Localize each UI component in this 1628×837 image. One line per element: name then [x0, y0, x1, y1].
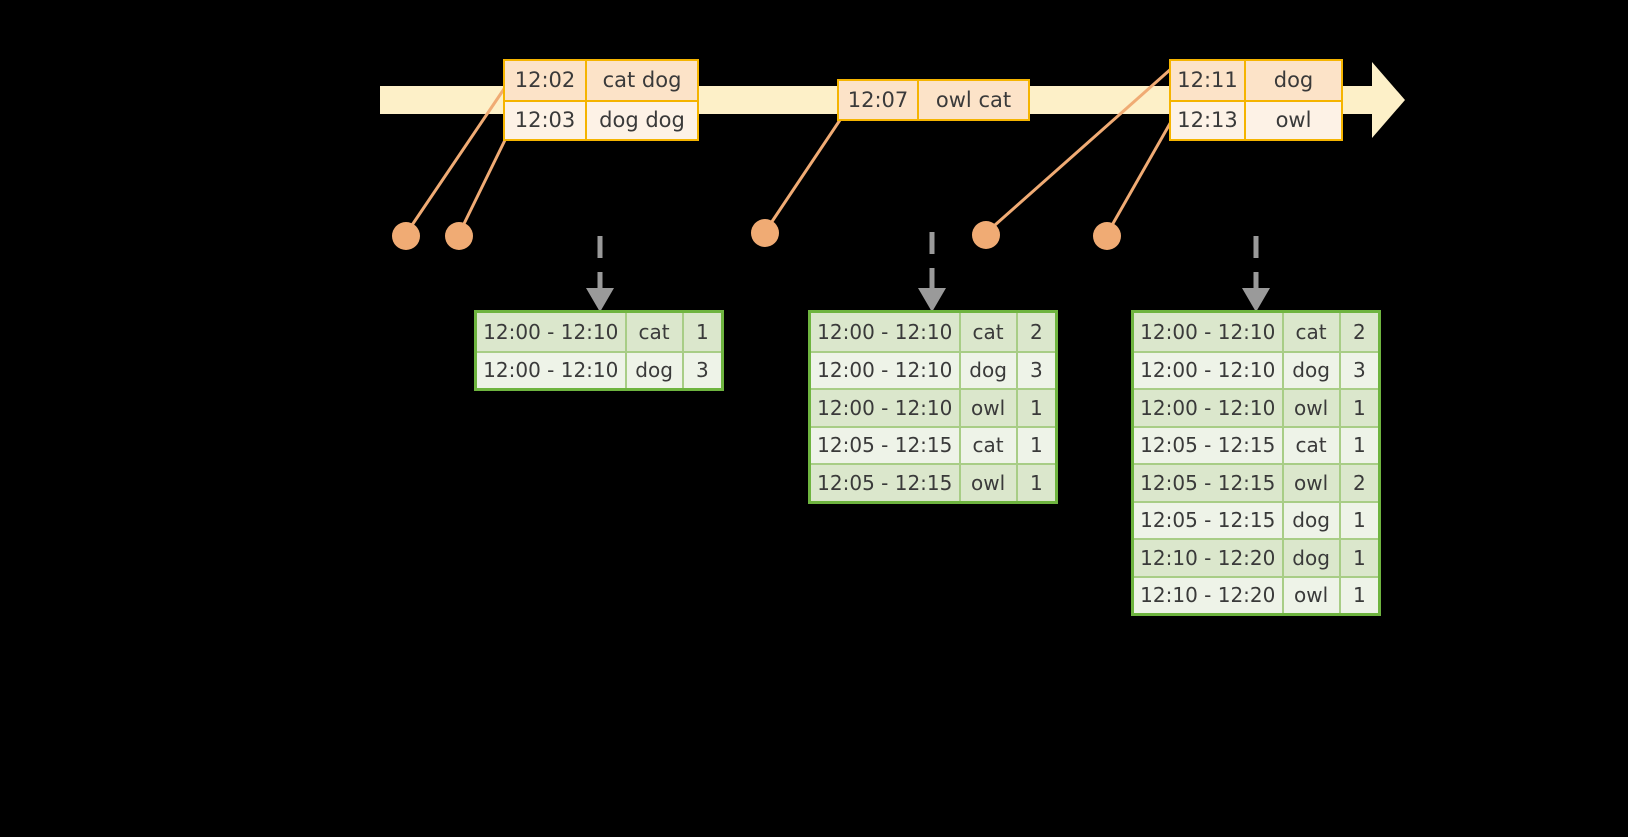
dashed-arrow-1-head: [586, 288, 614, 312]
cell-word: cat: [961, 313, 1018, 351]
connector-1207: [763, 119, 842, 233]
cell-count: 2: [1352, 319, 1366, 344]
table-row[interactable]: 12:10 - 12:20 owl 1: [1134, 575, 1378, 613]
dashed-arrow-2-head: [918, 288, 946, 312]
event-words: dog dog: [599, 108, 685, 133]
event-dot-1202: [392, 222, 420, 250]
cell-word: owl: [1284, 390, 1341, 426]
table-row[interactable]: 12:05 - 12:15 owl 1: [811, 463, 1055, 501]
cell-count: 1: [695, 319, 709, 344]
event-group-3[interactable]: 12:11 dog 12:13 owl: [1169, 59, 1343, 141]
event-time: 12:11: [1171, 61, 1246, 100]
cell-word: dog: [961, 352, 1018, 388]
table-row[interactable]: 12:00 - 12:10 owl 1: [811, 388, 1055, 426]
table-row[interactable]: 12:00 - 12:10 dog 3: [1134, 350, 1378, 388]
cell-count: 1: [1029, 395, 1043, 420]
cell-word: owl: [961, 390, 1018, 426]
event-time: 12:03: [505, 101, 587, 139]
result-table-2[interactable]: 12:00 - 12:10 cat 2 12:00 - 12:10 dog 3 …: [808, 310, 1058, 504]
cell-window: 12:05 - 12:15: [811, 427, 961, 463]
cell-window: 12:05 - 12:15: [811, 465, 961, 501]
event-row[interactable]: 12:13 owl: [1171, 99, 1341, 139]
cell-count: 3: [695, 358, 709, 383]
cell-count: 3: [1352, 358, 1366, 383]
dashed-arrow-3-head: [1242, 288, 1270, 312]
cell-word: owl: [1284, 577, 1341, 613]
cell-word: dog: [1284, 502, 1341, 538]
cell-count: 2: [1029, 319, 1043, 344]
cell-window: 12:10 - 12:20: [1134, 540, 1284, 576]
table-row[interactable]: 12:00 - 12:10 cat 1: [477, 313, 721, 351]
event-row[interactable]: 12:07 owl cat: [839, 81, 1028, 119]
event-row[interactable]: 12:11 dog: [1171, 61, 1341, 100]
table-row[interactable]: 12:05 - 12:15 dog 1: [1134, 500, 1378, 538]
cell-window: 12:00 - 12:10: [1134, 313, 1284, 351]
cell-word: cat: [1284, 427, 1341, 463]
event-row[interactable]: 12:02 cat dog: [505, 61, 697, 100]
cell-word: cat: [1284, 313, 1341, 351]
cell-count: 1: [1352, 508, 1366, 533]
connector-1203: [457, 137, 508, 235]
event-words: dog: [1273, 68, 1314, 93]
cell-word: owl: [961, 465, 1018, 501]
table-row[interactable]: 12:05 - 12:15 owl 2: [1134, 463, 1378, 501]
table-row[interactable]: 12:05 - 12:15 cat 1: [811, 425, 1055, 463]
event-dot-1211: [972, 221, 1000, 249]
event-time: 12:02: [505, 61, 587, 100]
cell-word: cat: [627, 313, 684, 351]
event-time: 12:07: [839, 81, 919, 119]
cell-window: 12:00 - 12:10: [1134, 352, 1284, 388]
cell-window: 12:05 - 12:15: [1134, 465, 1284, 501]
connector-1213: [1105, 119, 1174, 235]
table-row[interactable]: 12:00 - 12:10 owl 1: [1134, 388, 1378, 426]
event-words: owl cat: [935, 88, 1012, 112]
cell-count: 1: [1352, 583, 1366, 608]
event-time: 12:13: [1171, 101, 1246, 139]
cell-word: dog: [1284, 540, 1341, 576]
result-table-1[interactable]: 12:00 - 12:10 cat 1 12:00 - 12:10 dog 3: [474, 310, 724, 391]
cell-count: 3: [1029, 358, 1043, 383]
cell-window: 12:05 - 12:15: [1134, 427, 1284, 463]
result-table-3[interactable]: 12:00 - 12:10 cat 2 12:00 - 12:10 dog 3 …: [1131, 310, 1381, 616]
cell-word: dog: [627, 352, 684, 388]
cell-window: 12:00 - 12:10: [1134, 390, 1284, 426]
table-row[interactable]: 12:00 - 12:10 dog 3: [477, 350, 721, 388]
cell-window: 12:00 - 12:10: [477, 352, 627, 388]
event-dot-1203: [445, 222, 473, 250]
cell-window: 12:00 - 12:10: [477, 313, 627, 351]
cell-word: owl: [1284, 465, 1341, 501]
cell-count: 1: [1029, 433, 1043, 458]
table-row[interactable]: 12:00 - 12:10 cat 2: [811, 313, 1055, 351]
event-words: cat dog: [602, 68, 682, 93]
event-dot-1213: [1093, 222, 1121, 250]
event-group-2[interactable]: 12:07 owl cat: [837, 79, 1030, 121]
table-row[interactable]: 12:00 - 12:10 dog 3: [811, 350, 1055, 388]
cell-window: 12:10 - 12:20: [1134, 577, 1284, 613]
cell-window: 12:00 - 12:10: [811, 313, 961, 351]
cell-window: 12:00 - 12:10: [811, 390, 961, 426]
cell-word: cat: [961, 427, 1018, 463]
table-row[interactable]: 12:00 - 12:10 cat 2: [1134, 313, 1378, 351]
cell-count: 1: [1352, 395, 1366, 420]
table-row[interactable]: 12:10 - 12:20 dog 1: [1134, 538, 1378, 576]
cell-window: 12:05 - 12:15: [1134, 502, 1284, 538]
event-dot-1207: [751, 219, 779, 247]
cell-window: 12:00 - 12:10: [811, 352, 961, 388]
cell-count: 2: [1352, 470, 1366, 495]
cell-count: 1: [1352, 433, 1366, 458]
cell-count: 1: [1352, 545, 1366, 570]
table-row[interactable]: 12:05 - 12:15 cat 1: [1134, 425, 1378, 463]
event-row[interactable]: 12:03 dog dog: [505, 99, 697, 139]
cell-word: dog: [1284, 352, 1341, 388]
cell-count: 1: [1029, 470, 1043, 495]
event-group-1[interactable]: 12:02 cat dog 12:03 dog dog: [503, 59, 699, 141]
event-words: owl: [1275, 108, 1312, 133]
